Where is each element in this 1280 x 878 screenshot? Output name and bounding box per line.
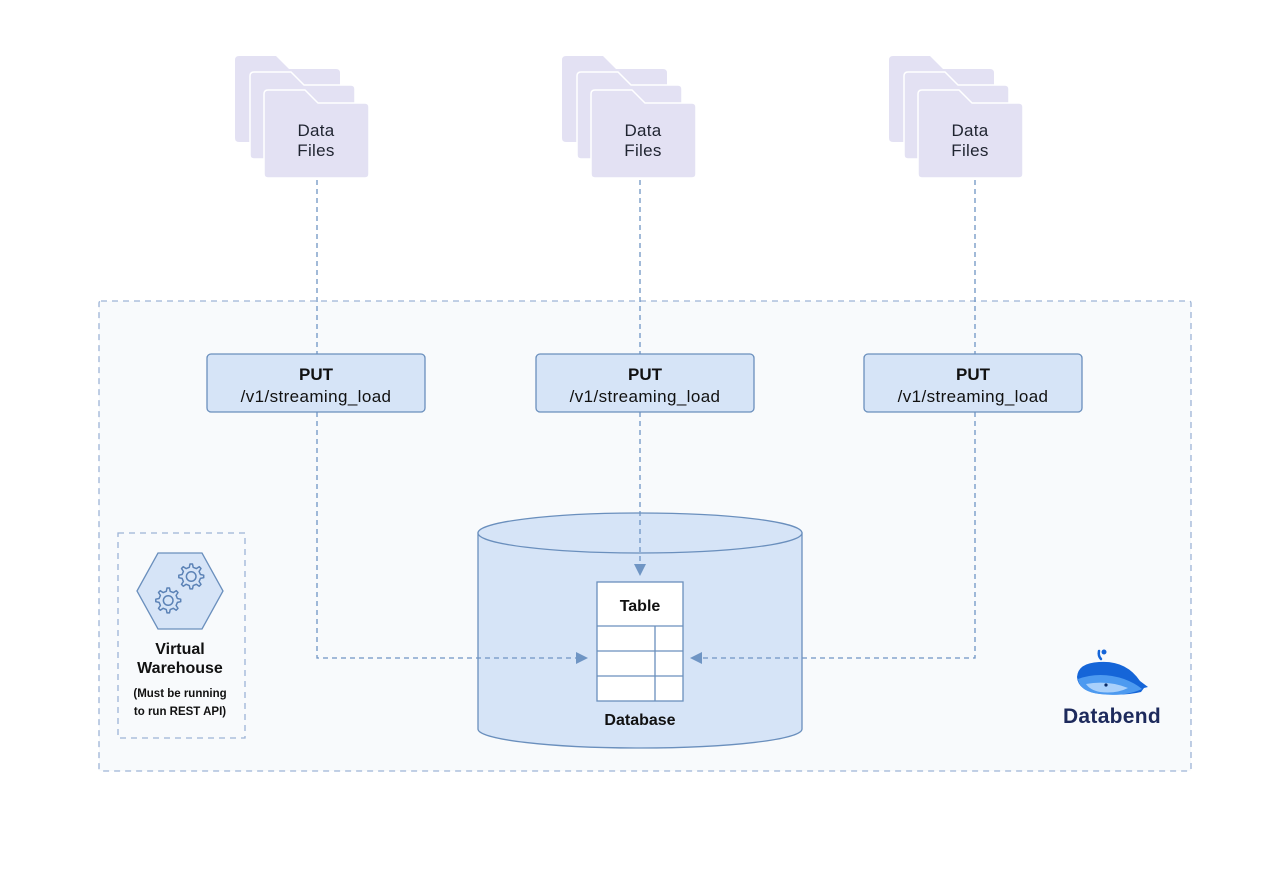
endpoint-box-2: PUT /v1/streaming_load	[535, 353, 755, 413]
endpoint-path: /v1/streaming_load	[241, 387, 392, 406]
endpoint-method: PUT	[628, 365, 663, 384]
file-group-label-line1: Data	[297, 121, 334, 140]
whale-icon	[1077, 649, 1148, 695]
file-group-label-line2: Files	[297, 141, 334, 160]
databend-logo: Databend	[1063, 649, 1161, 728]
endpoint-box-3: PUT /v1/streaming_load	[863, 353, 1083, 413]
file-to-endpoint-connectors	[316, 180, 976, 354]
endpoint-box-1: PUT /v1/streaming_load	[206, 353, 426, 413]
warehouse-label-line2: Warehouse	[137, 660, 223, 677]
folder-stack-icon	[562, 56, 697, 179]
virtual-warehouse-panel: Virtual Warehouse (Must be running to ru…	[117, 532, 246, 739]
file-group-3: Data Files	[889, 56, 1024, 179]
file-group-label-line1: Data	[951, 121, 988, 140]
file-group-label-line2: Files	[624, 141, 661, 160]
folder-stack-icon	[235, 56, 370, 179]
gears-icon	[155, 563, 205, 614]
warehouse-note-line2: to run REST API)	[134, 706, 226, 718]
table-label: Table	[620, 598, 661, 615]
file-group-2: Data Files	[562, 56, 697, 179]
warehouse-label-line1: Virtual	[155, 641, 205, 658]
file-group-label-line1: Data	[624, 121, 661, 140]
file-group-1: Data Files	[235, 56, 370, 179]
folder-stack-icon	[889, 56, 1024, 179]
hexagon-icon	[136, 552, 224, 630]
table-icon	[596, 581, 684, 702]
endpoint-method: PUT	[956, 365, 991, 384]
database-label: Database	[604, 712, 675, 729]
brand-wordmark: Databend	[1063, 705, 1161, 728]
connector-endpoint-3	[690, 412, 976, 664]
warehouse-note-line1: (Must be running	[133, 688, 226, 700]
connector-endpoint-1	[316, 412, 588, 664]
endpoint-method: PUT	[299, 365, 334, 384]
endpoint-to-table-connectors	[316, 412, 976, 664]
file-group-label-line2: Files	[951, 141, 988, 160]
endpoint-path: /v1/streaming_load	[570, 387, 721, 406]
endpoint-path: /v1/streaming_load	[898, 387, 1049, 406]
